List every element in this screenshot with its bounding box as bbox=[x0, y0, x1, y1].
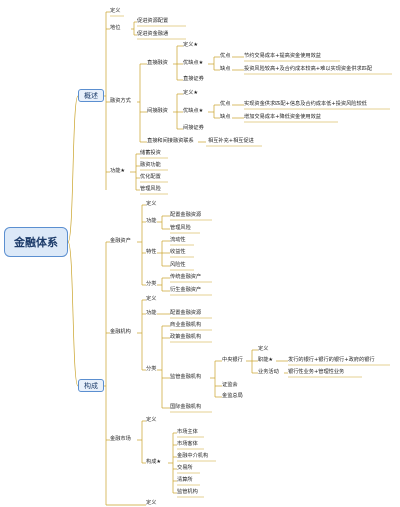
fa-func-2[interactable]: 管理风险 bbox=[170, 225, 191, 231]
fa-cls-2[interactable]: 衍生金融资产 bbox=[170, 287, 202, 293]
fm-c1[interactable]: 市场主体 bbox=[177, 429, 198, 435]
fi-cls[interactable]: 分类 bbox=[146, 366, 157, 372]
fm-c3[interactable]: 金融中介机构 bbox=[177, 453, 209, 459]
indirect-dis[interactable]: 缺点 bbox=[220, 114, 231, 120]
fi-func-1[interactable]: 配置金融资源 bbox=[170, 310, 202, 316]
ov-status[interactable]: 地位 bbox=[110, 25, 121, 31]
fi-cls-1[interactable]: 商业金融机构 bbox=[170, 322, 202, 328]
indirect-dis-text[interactable]: 增加交易成本+降低资金使用效益 bbox=[244, 114, 321, 120]
indirect-def[interactable]: 定义★ bbox=[183, 90, 199, 96]
fa-feat-1[interactable]: 流动性 bbox=[170, 237, 186, 243]
fa-feat-2[interactable]: 收益性 bbox=[170, 249, 186, 255]
ov-definition[interactable]: 定义 bbox=[110, 8, 121, 14]
csrc[interactable]: 证监会 bbox=[222, 382, 238, 388]
direct-advdis[interactable]: 优缺点★ bbox=[183, 60, 204, 66]
fm-c6[interactable]: 监管机构 bbox=[177, 489, 198, 495]
func-1[interactable]: 储蓄投资 bbox=[140, 150, 161, 156]
last-def[interactable]: 定义 bbox=[146, 500, 157, 506]
func-4[interactable]: 管理风险 bbox=[140, 186, 161, 192]
fa-cls[interactable]: 分类 bbox=[146, 281, 157, 287]
fin-inst[interactable]: 金融机构 bbox=[110, 329, 131, 335]
direct-dis-text[interactable]: 投资风险较高+及合约成本较高+难以实现资金供求匹配 bbox=[244, 66, 373, 72]
cb-biz-text[interactable]: 银行性业务+管理性业务 bbox=[288, 369, 345, 375]
indirect-adv[interactable]: 优点 bbox=[220, 101, 231, 107]
indirect-advdis[interactable]: 优缺点★ bbox=[183, 108, 204, 114]
fm-c2[interactable]: 市场客体 bbox=[177, 441, 198, 447]
fin-asset[interactable]: 金融资产 bbox=[110, 238, 131, 244]
ov-status-1[interactable]: 促进资源配置 bbox=[137, 18, 169, 24]
cb-func-text[interactable]: 发行的银行+银行的银行+政府的银行 bbox=[288, 357, 375, 363]
fa-feat-3[interactable]: 风险性 bbox=[170, 262, 186, 268]
direct-dis[interactable]: 缺点 bbox=[220, 66, 231, 72]
central-bank[interactable]: 中央银行 bbox=[222, 357, 243, 363]
indirect-securities[interactable]: 间接证券 bbox=[183, 125, 204, 131]
fi-cls-2[interactable]: 政策金融机构 bbox=[170, 334, 202, 340]
fa-feat[interactable]: 特性 bbox=[146, 249, 157, 255]
fi-regulatory[interactable]: 监管金融机构 bbox=[170, 374, 202, 380]
cb-def[interactable]: 定义 bbox=[258, 346, 269, 352]
direct-adv[interactable]: 优点 bbox=[220, 53, 231, 59]
direct-def[interactable]: 定义★ bbox=[183, 42, 199, 48]
financing-relation[interactable]: 直接和间接融资联系 bbox=[147, 138, 194, 144]
fm-c5[interactable]: 清算所 bbox=[177, 477, 193, 483]
indirect-financing[interactable]: 间接融资 bbox=[147, 108, 168, 114]
func-2[interactable]: 融资功能 bbox=[140, 162, 161, 168]
direct-securities[interactable]: 直接证券 bbox=[183, 76, 204, 82]
fi-def[interactable]: 定义 bbox=[146, 296, 157, 302]
direct-financing[interactable]: 直接融资 bbox=[147, 60, 168, 66]
branch-structure[interactable]: 构成 bbox=[78, 379, 104, 392]
fin-market[interactable]: 金融市场 bbox=[110, 436, 131, 442]
fi-func[interactable]: 功能 bbox=[146, 310, 157, 316]
cb-biz[interactable]: 业务活动 bbox=[258, 369, 279, 375]
direct-adv-text[interactable]: 节约交易成本+提高资金使用效益 bbox=[244, 53, 321, 59]
ov-status-2[interactable]: 促进资金融通 bbox=[137, 31, 169, 37]
ov-financing-mode[interactable]: 融资方式 bbox=[110, 98, 131, 104]
fa-func[interactable]: 功能 bbox=[146, 218, 157, 224]
fa-def[interactable]: 定义 bbox=[146, 201, 157, 207]
func-3[interactable]: 优化配置 bbox=[140, 174, 161, 180]
fi-intl[interactable]: 国际金融机构 bbox=[170, 404, 202, 410]
financing-relation-text[interactable]: 相互补充+相互促进 bbox=[208, 138, 254, 144]
fm-c4[interactable]: 交易所 bbox=[177, 465, 193, 471]
cb-func[interactable]: 职能★ bbox=[258, 357, 274, 363]
fm-comp[interactable]: 构成★ bbox=[146, 459, 162, 465]
root-node[interactable]: 金融体系 bbox=[4, 227, 68, 257]
fa-cls-1[interactable]: 传统金融资产 bbox=[170, 274, 202, 280]
nfra[interactable]: 金监总局 bbox=[222, 393, 243, 399]
ov-function[interactable]: 功能★ bbox=[110, 168, 126, 174]
branch-overview[interactable]: 概述 bbox=[78, 89, 104, 102]
fa-func-1[interactable]: 配置金融资源 bbox=[170, 212, 202, 218]
indirect-adv-text[interactable]: 实现资金供求匹配+信息及合约成本低+投资风险较低 bbox=[244, 101, 367, 107]
fm-def[interactable]: 定义 bbox=[146, 417, 157, 423]
